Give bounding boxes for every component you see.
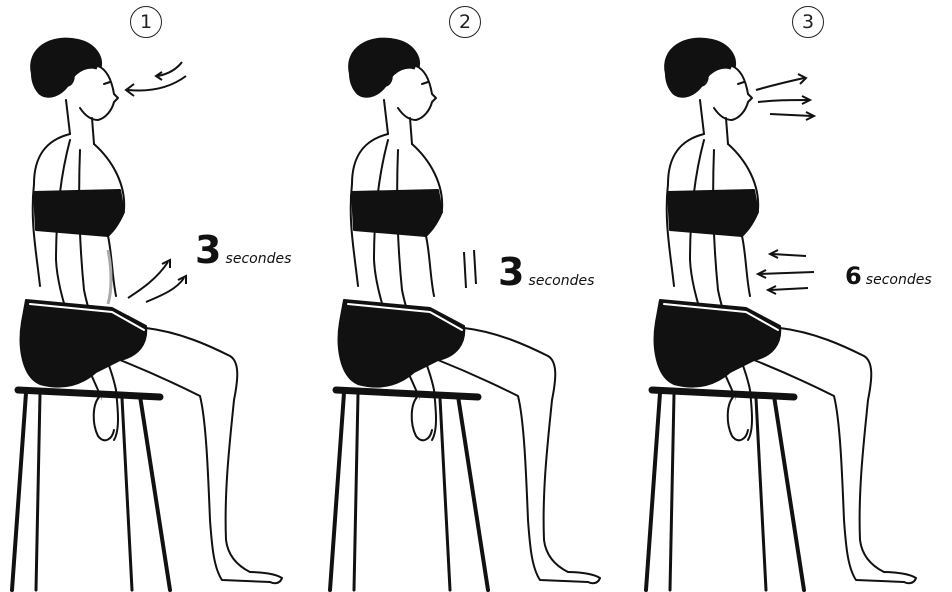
duration-label-1: 3 secondes (195, 228, 291, 272)
exhale-arrow-icon (756, 74, 814, 120)
duration-count-2: 3 (498, 250, 523, 294)
duration-unit-2: secondes (529, 273, 595, 289)
belly-contract-arrow-icon (758, 250, 814, 294)
duration-unit-1: secondes (226, 251, 292, 267)
duration-label-3: 6 secondes (845, 262, 932, 290)
step-number-2: 2 (449, 6, 481, 38)
belly-outline (108, 250, 111, 304)
duration-count-1: 3 (195, 228, 220, 272)
step-number-3: 3 (792, 6, 824, 38)
duration-count-3: 6 (845, 262, 861, 290)
duration-label-2: 3 secondes (498, 250, 594, 294)
hold-bars-icon (464, 250, 476, 288)
figure-step-2 (330, 39, 600, 590)
step-number-1: 1 (130, 6, 162, 38)
figure-step-1 (12, 39, 282, 590)
belly-expand-arrow-icon (128, 260, 186, 302)
duration-unit-3: secondes (866, 272, 932, 288)
inhale-arrow-icon (126, 62, 186, 96)
figure-step-3 (646, 39, 916, 590)
